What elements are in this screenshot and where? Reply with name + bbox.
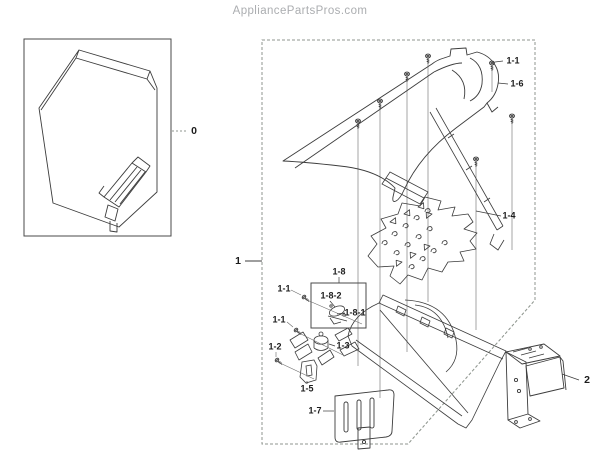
inset-location-box: [23, 38, 172, 237]
site-watermark: AppliancePartsPros.com: [232, 5, 368, 17]
callout-1-4: 1-4: [502, 210, 516, 221]
callout-2: 2: [584, 373, 590, 386]
shield-1-7-drawing: [334, 389, 395, 450]
callout-1-1-top: 1-1: [506, 55, 520, 66]
assembly-dashed-boundary: [261, 39, 536, 445]
callout-1-1-low: 1-1: [272, 314, 286, 325]
inset-heater-unit-drawing: [98, 156, 151, 233]
screw-leader-lines: [357, 64, 513, 398]
inset-panel-drawing: [38, 49, 158, 228]
callout-1-8: 1-8: [332, 266, 346, 277]
callout-leader-lines: [306, 60, 580, 412]
support-bracket-drawing: [381, 171, 429, 205]
callout-1-2: 1-2: [268, 341, 282, 352]
callout-1: 1: [235, 254, 241, 267]
callout-1-5: 1-5: [300, 383, 314, 394]
base-duct-drawing: [289, 294, 507, 429]
screw-icons-left: [273, 293, 311, 367]
duct-cover-drawing: [282, 47, 500, 202]
callout-1-8-1: 1-8-1: [344, 307, 366, 318]
callout-1-1-mid: 1-1: [277, 283, 291, 294]
callout-1-7: 1-7: [308, 405, 322, 416]
callout-1-6: 1-6: [510, 78, 524, 89]
callout-1-8-2: 1-8-2: [320, 290, 342, 301]
callout-1-3: 1-3: [336, 340, 350, 351]
left-callout-leaders: [275, 289, 363, 380]
heater-element-drawing: [367, 196, 478, 285]
bracket-2-drawing: [505, 343, 567, 429]
holder-1-5-drawing: [299, 359, 318, 384]
thermostat-subbox: [310, 282, 367, 329]
callout-0: 0: [191, 124, 197, 137]
side-channel-drawing: [429, 107, 505, 251]
